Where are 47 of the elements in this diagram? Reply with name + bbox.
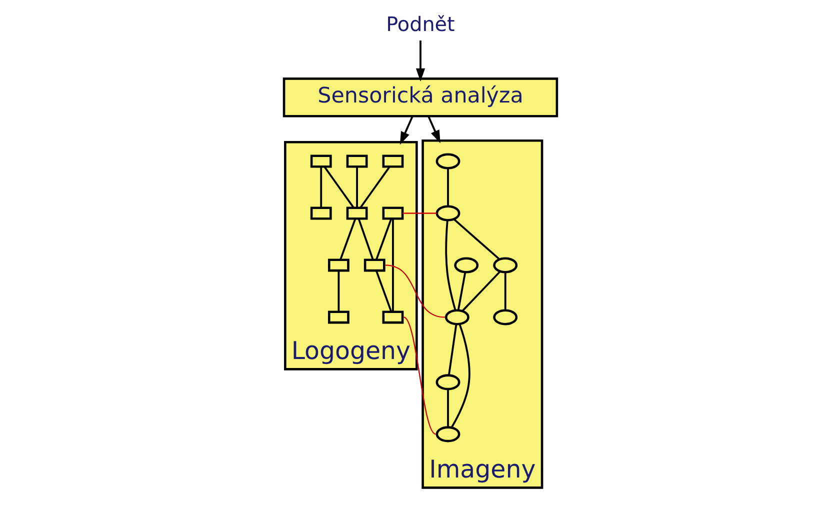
node-box: Sensorická analýza bbox=[282, 77, 558, 117]
connector bbox=[453, 218, 500, 260]
connector bbox=[385, 264, 446, 318]
node-box bbox=[310, 154, 332, 168]
connector bbox=[457, 272, 466, 310]
connector bbox=[448, 324, 458, 375]
node-box bbox=[328, 258, 350, 272]
connector bbox=[375, 218, 392, 260]
node-ellipse bbox=[436, 152, 460, 169]
connector bbox=[392, 218, 394, 312]
node-box bbox=[346, 206, 368, 220]
node-ellipse bbox=[454, 256, 479, 273]
node-box bbox=[310, 206, 332, 220]
connector bbox=[356, 166, 358, 208]
connector bbox=[338, 270, 340, 312]
arrow bbox=[428, 115, 440, 143]
node-ellipse bbox=[436, 204, 460, 221]
node-box bbox=[382, 310, 404, 324]
connector bbox=[402, 212, 437, 214]
node-ellipse bbox=[436, 426, 460, 442]
connector bbox=[447, 388, 449, 427]
connector bbox=[340, 218, 356, 260]
connector bbox=[403, 316, 436, 434]
connector bbox=[450, 323, 470, 428]
connector bbox=[320, 166, 322, 208]
node-ellipse bbox=[436, 374, 460, 390]
arrow bbox=[416, 40, 426, 81]
cluster: Logogeny bbox=[284, 140, 418, 370]
connector bbox=[324, 166, 354, 208]
node-box bbox=[382, 154, 404, 168]
connector bbox=[375, 270, 392, 312]
node-text: Podnět bbox=[386, 12, 455, 36]
node-ellipse bbox=[444, 308, 470, 325]
arrow bbox=[400, 115, 414, 144]
connector bbox=[504, 272, 506, 310]
connector bbox=[445, 220, 456, 310]
node-box bbox=[346, 154, 368, 168]
node-ellipse bbox=[493, 256, 518, 273]
node-box bbox=[382, 206, 404, 220]
connector bbox=[462, 270, 501, 312]
node-ellipse bbox=[493, 308, 518, 325]
connector bbox=[358, 218, 374, 260]
node-box bbox=[328, 310, 350, 324]
connector bbox=[447, 168, 449, 206]
connector bbox=[360, 166, 390, 208]
cluster: Imageny bbox=[422, 138, 544, 488]
node-box bbox=[364, 258, 386, 272]
